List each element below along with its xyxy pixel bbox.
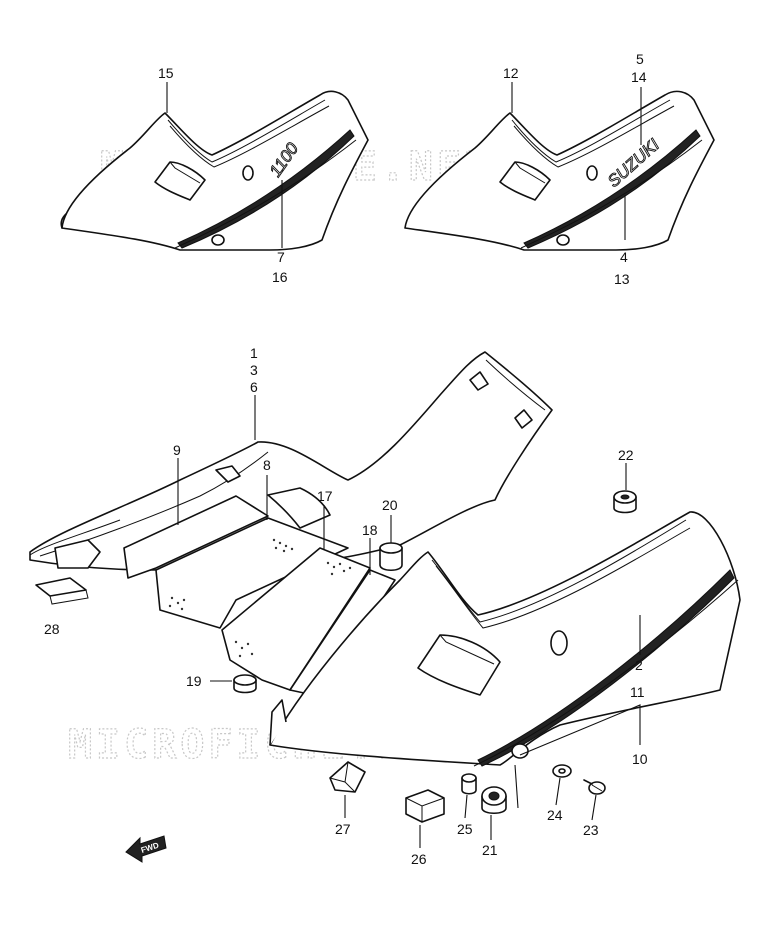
callout-6: 6 <box>250 379 258 395</box>
callout-10: 10 <box>632 751 648 767</box>
callout-21: 21 <box>482 842 498 858</box>
left-side-cover: 1100 <box>60 90 369 251</box>
callout-17: 17 <box>317 488 333 504</box>
callout-8: 8 <box>263 457 271 473</box>
callout-25: 25 <box>457 821 473 837</box>
callout-23: 23 <box>583 822 599 838</box>
washer-24 <box>552 764 572 778</box>
clip-28 <box>35 577 89 605</box>
callout-15: 15 <box>158 65 174 81</box>
callout-3: 3 <box>250 362 258 378</box>
callout-16: 16 <box>272 269 288 285</box>
callout-14: 14 <box>631 69 647 85</box>
callout-27: 27 <box>335 821 351 837</box>
grommet-20 <box>379 542 403 572</box>
callout-20: 20 <box>382 497 398 513</box>
callout-9: 9 <box>173 442 181 458</box>
callout-1: 1 <box>250 345 258 361</box>
callout-11: 11 <box>630 684 645 700</box>
callout-4: 4 <box>620 249 628 265</box>
leader-lines <box>166 82 642 848</box>
pad-9 <box>123 495 269 579</box>
callout-12: 12 <box>503 65 519 81</box>
pad-8 <box>155 517 349 629</box>
callout-24: 24 <box>547 807 563 823</box>
screw-23 <box>583 779 606 795</box>
lower-cover <box>269 511 741 767</box>
frame-cover <box>29 351 553 571</box>
grommet-22 <box>613 490 637 514</box>
grommet-21 <box>481 786 507 815</box>
callout-26: 26 <box>411 851 427 867</box>
callout-7: 7 <box>277 249 285 265</box>
callout-22: 22 <box>618 447 634 463</box>
collar-25 <box>461 773 477 795</box>
callout-19: 19 <box>186 673 202 689</box>
cushion-27 <box>329 761 366 793</box>
callout-labels: 15 7 16 12 5 14 4 13 1 3 6 9 8 17 18 20 … <box>44 51 648 867</box>
callout-5: 5 <box>636 51 644 67</box>
callout-28: 28 <box>44 621 60 637</box>
callout-13: 13 <box>614 271 630 287</box>
cushion-26 <box>405 789 445 823</box>
right-side-cover: SUZUKI <box>404 90 715 251</box>
callout-2: 2 <box>635 657 643 673</box>
fwd-arrow-icon: FWD <box>125 835 167 863</box>
grommet-19 <box>233 674 257 694</box>
callout-18: 18 <box>362 522 378 538</box>
